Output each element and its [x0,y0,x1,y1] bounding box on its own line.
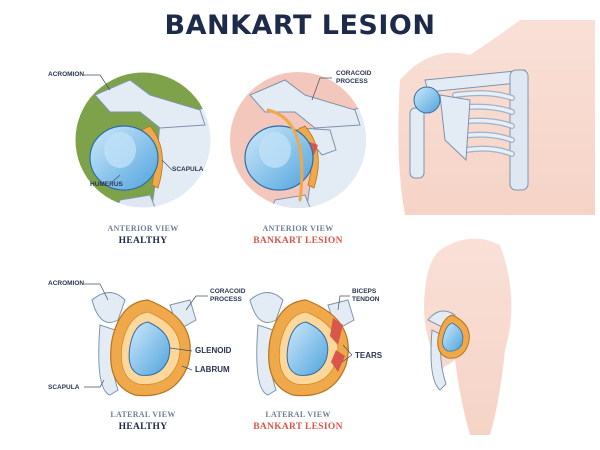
acromion-bone [94,79,206,129]
label-glenoid: GLENOID [195,346,232,355]
anterior-lesion-illustration [230,72,366,208]
label-acromion-bottom: ACROMION [48,280,85,287]
page-title: BANKART LESION [164,10,436,41]
torso-skeleton-illustration [398,20,595,215]
view-lateral-lesion: LATERAL VIEW [265,410,331,419]
label-coracoid-process-top: CORACOID PROCESS [336,70,371,86]
caption-lesion-top: BANKART LESION [253,236,343,246]
label-biceps-tendon: BICEPS TENDON [352,288,379,304]
glenoid-cartilage [128,321,171,376]
tear-lateral-1 [330,318,343,345]
anterior-healthy-illustration [74,71,212,209]
caption-healthy-top: HEALTHY [118,236,168,246]
view-anterior-healthy: ANTERIOR VIEW [107,224,179,233]
label-tears: TEARS [355,351,383,360]
label-process-word: PROCESS [336,78,368,85]
label-process-word-bottom: PROCESS [210,296,242,303]
label-coracoid-process-bottom: CORACOID PROCESS [210,288,245,304]
humerus-bone-torso [409,107,425,179]
caption-healthy-bottom: HEALTHY [118,422,168,432]
acromion-lateral [91,292,126,323]
tear-lateral-2 [331,350,345,372]
label-acromion-top: ACROMION [48,71,85,78]
label-biceps-word: BICEPS [352,288,377,295]
lateral-healthy-illustration [91,292,197,397]
label-scapula-top: SCAPULA [172,166,204,173]
lateral-lesion-illustration [249,292,355,397]
arm-silhouette-illustration [424,238,512,435]
view-lateral-healthy: LATERAL VIEW [110,410,176,419]
label-scapula-bottom: SCAPULA [48,384,80,391]
caption-lesion-bottom: BANKART LESION [253,422,343,432]
scapula-bone-torso [439,94,471,162]
sternum-bone [509,69,529,191]
label-humerus: HUMERUS [90,181,123,188]
shoulder-joint [413,86,441,114]
torso-skin [398,20,595,215]
view-anterior-lesion: ANTERIOR VIEW [262,224,334,233]
label-labrum: LABRUM [195,365,230,374]
label-tendon-word: TENDON [352,296,380,303]
leader-lines [84,74,353,388]
label-coracoid-word: CORACOID [336,70,372,77]
label-coracoid-word-bottom: CORACOID [210,288,246,295]
